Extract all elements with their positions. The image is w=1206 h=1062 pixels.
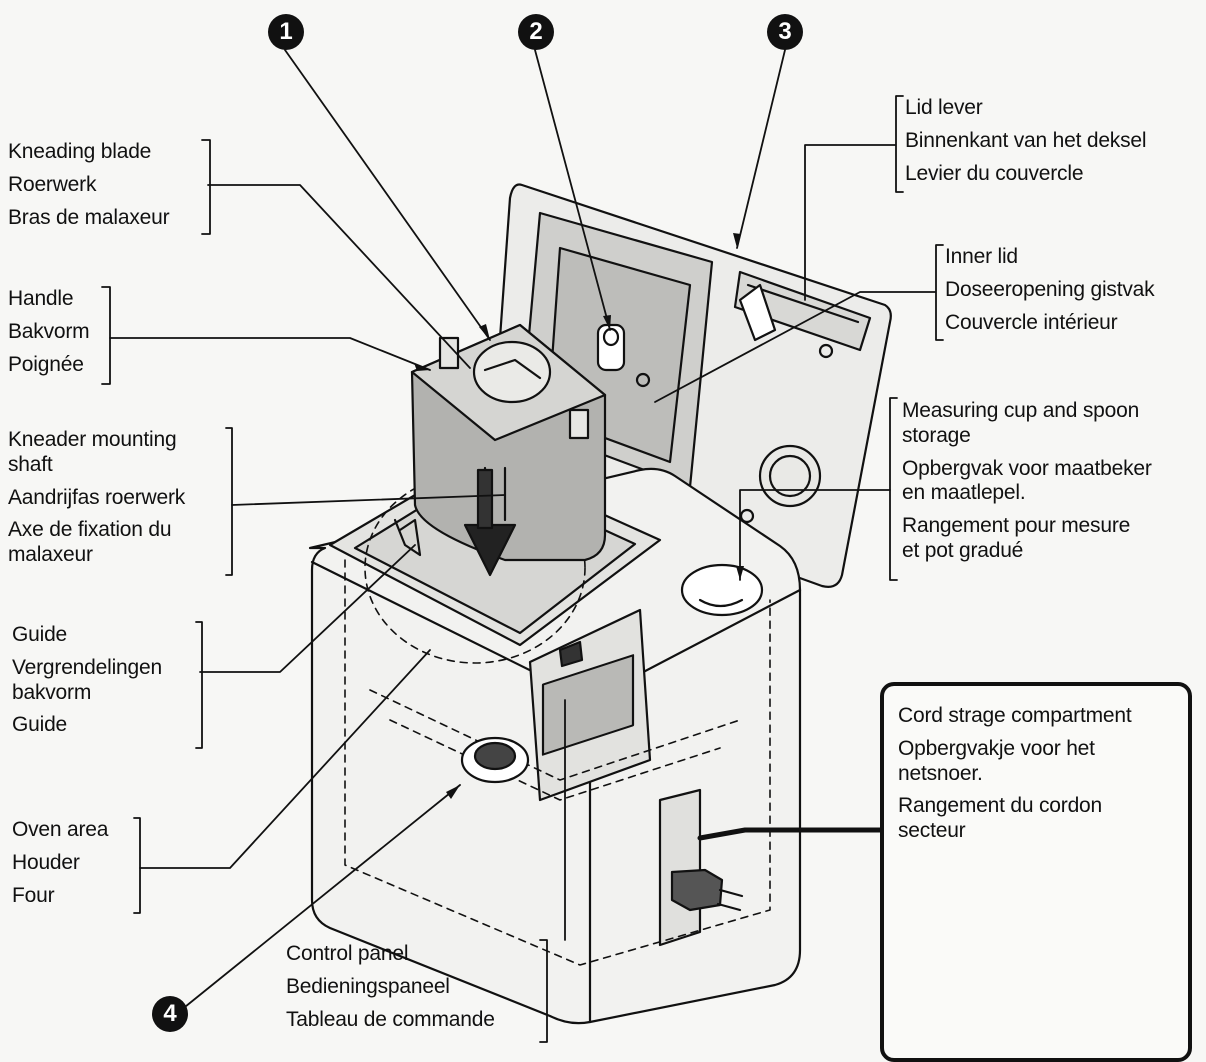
label-handle-nl: Bakvorm bbox=[8, 319, 90, 343]
bread-pan-illustration bbox=[393, 323, 607, 577]
label-kneader-shaft-en-2: shaft bbox=[8, 452, 53, 476]
label-handle-en: Handle bbox=[8, 287, 74, 310]
label-oven-area-fr: Four bbox=[12, 883, 55, 907]
label-control-panel-fr: Tableau de commande bbox=[286, 1007, 495, 1031]
label-kneader-shaft-nl: Aandrijfas roerwerk bbox=[8, 485, 186, 509]
label-guide-nl-2: bakvorm bbox=[12, 680, 92, 704]
label-oven-area: Oven area Houder Four bbox=[12, 818, 108, 908]
label-lid-lever: Lid lever Binnenkant van het deksel Levi… bbox=[905, 96, 1147, 186]
label-lid-lever-nl: Binnenkant van het deksel bbox=[905, 128, 1147, 152]
label-guide-fr: Guide bbox=[12, 713, 68, 737]
label-kneader-shaft-en-1: Kneader mounting bbox=[8, 428, 177, 451]
label-measuring-cup: Measuring cup and spoon storage Opbergva… bbox=[902, 399, 1152, 564]
label-handle-fr: Poignée bbox=[8, 352, 84, 376]
label-inner-lid-nl: Doseeropening gistvak bbox=[945, 277, 1155, 301]
label-kneading-blade: Kneading blade Roerwerk Bras de malaxeur bbox=[8, 140, 170, 230]
label-cord-storage-fr-2: secteur bbox=[898, 819, 966, 843]
callout-number-4: 4 bbox=[152, 996, 188, 1032]
label-measuring-cup-nl-2: en maatlepel. bbox=[902, 481, 1026, 505]
label-measuring-cup-fr-2: et pot gradué bbox=[902, 538, 1024, 562]
label-cord-storage-en: Cord strage compartment bbox=[898, 704, 1132, 727]
label-kneader-shaft-fr-1: Axe de fixation du bbox=[8, 518, 172, 542]
label-kneader-shaft: Kneader mounting shaft Aandrijfas roerwe… bbox=[8, 428, 185, 568]
label-handle: Handle Bakvorm Poignée bbox=[8, 287, 90, 377]
cord-storage-inset: Cord strage compartment Opbergvakje voor… bbox=[880, 682, 1192, 1062]
label-measuring-cup-en-2: storage bbox=[902, 423, 971, 447]
label-guide: Guide Vergrendelingen bakvorm Guide bbox=[12, 623, 162, 738]
label-cord-storage-fr-1: Rangement du cordon bbox=[898, 794, 1103, 818]
label-cord-storage-nl-1: Opbergvakje voor het bbox=[898, 736, 1095, 760]
label-inner-lid-fr: Couvercle intérieur bbox=[945, 310, 1118, 334]
leader-lines bbox=[109, 49, 936, 1016]
label-control-panel: Control panel Bedieningspaneel Tableau d… bbox=[286, 942, 495, 1032]
label-oven-area-nl: Houder bbox=[12, 850, 80, 874]
arrowheads bbox=[414, 233, 744, 799]
label-guide-en: Guide bbox=[12, 623, 68, 646]
label-guide-nl-1: Vergrendelingen bbox=[12, 655, 162, 679]
label-cord-storage: Cord strage compartment Opbergvakje voor… bbox=[898, 704, 1132, 844]
callout-number-2: 2 bbox=[518, 14, 554, 50]
label-cord-storage-nl-2: netsnoer. bbox=[898, 761, 983, 785]
label-kneading-blade-en: Kneading blade bbox=[8, 140, 152, 163]
label-measuring-cup-nl-1: Opbergvak voor maatbeker bbox=[902, 456, 1152, 480]
label-lid-lever-en: Lid lever bbox=[905, 96, 983, 119]
callout-number-1: 1 bbox=[268, 14, 304, 50]
callout-number-3: 3 bbox=[767, 14, 803, 50]
label-kneader-shaft-fr-2: malaxeur bbox=[8, 543, 93, 567]
label-measuring-cup-en-1: Measuring cup and spoon bbox=[902, 399, 1140, 422]
label-inner-lid: Inner lid Doseeropening gistvak Couvercl… bbox=[945, 245, 1155, 335]
label-kneading-blade-nl: Roerwerk bbox=[8, 172, 97, 196]
label-brackets bbox=[101, 95, 944, 1043]
label-kneading-blade-fr: Bras de malaxeur bbox=[8, 205, 170, 229]
label-inner-lid-en: Inner lid bbox=[945, 245, 1018, 268]
label-measuring-cup-fr-1: Rangement pour mesure bbox=[902, 514, 1131, 538]
label-control-panel-nl: Bedieningspaneel bbox=[286, 974, 450, 998]
label-oven-area-en: Oven area bbox=[12, 818, 109, 841]
label-lid-lever-fr: Levier du couvercle bbox=[905, 161, 1084, 185]
label-control-panel-en: Control panel bbox=[286, 942, 409, 965]
